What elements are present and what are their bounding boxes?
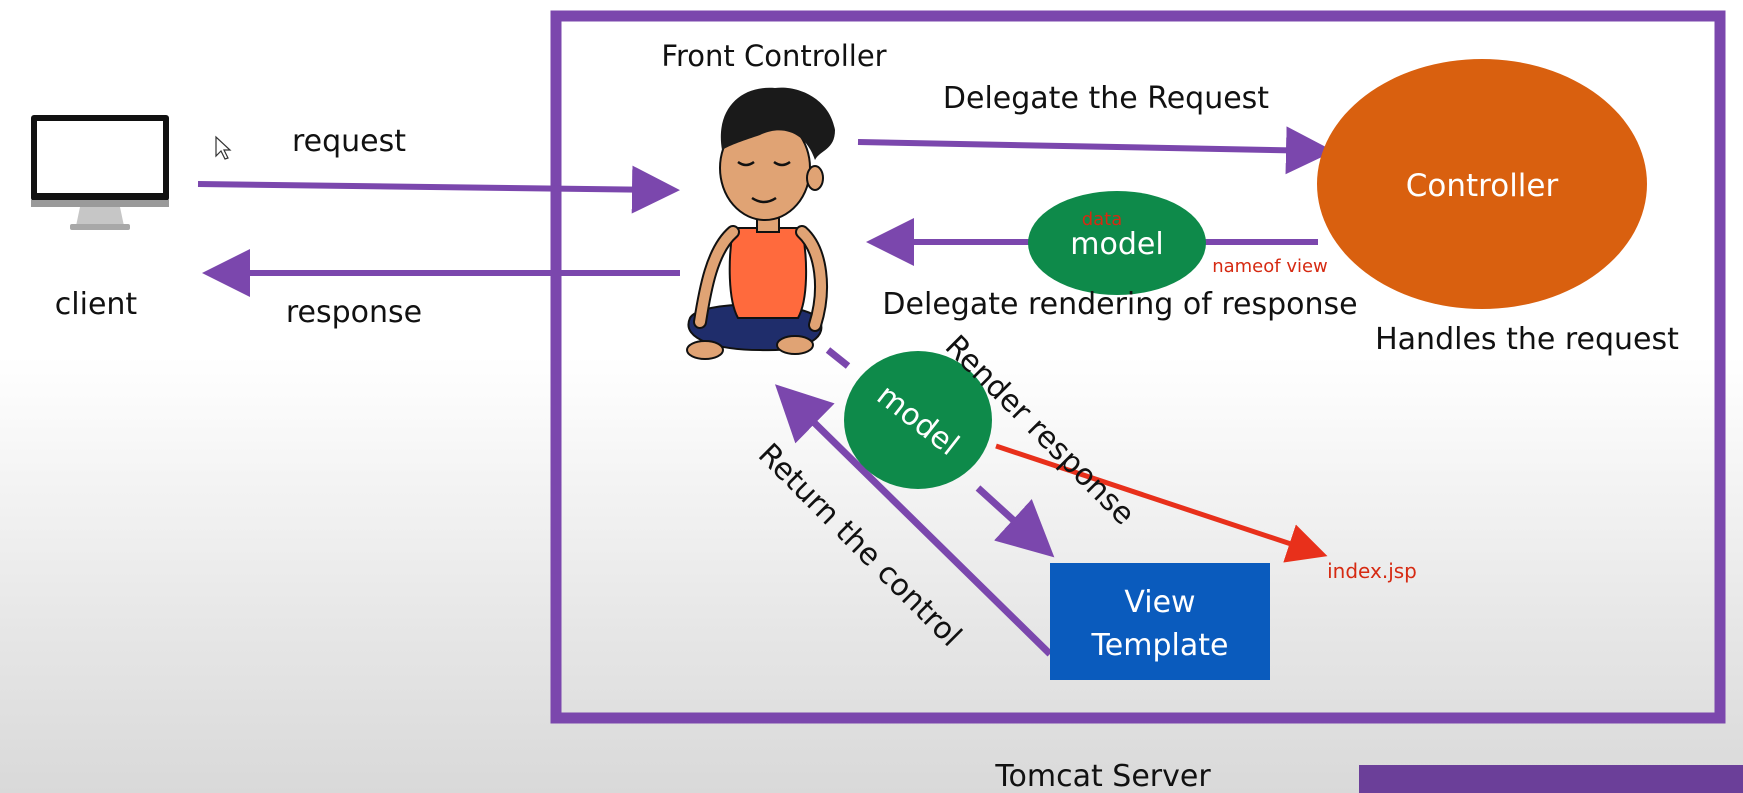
client-label: client <box>55 287 138 322</box>
mouse-cursor-icon <box>215 135 232 160</box>
data-label: data <box>1082 209 1123 230</box>
request-arrow <box>197 165 680 214</box>
render-red-arrow <box>995 443 1328 563</box>
index-jsp-label: index.jsp <box>1327 559 1417 583</box>
controller-label: Controller <box>1406 168 1559 204</box>
controller-node <box>1317 59 1647 309</box>
response-label: response <box>286 295 422 330</box>
view-template-node <box>1050 563 1270 680</box>
front-controller-label: Front Controller <box>661 39 886 73</box>
handles-request-label: Handles the request <box>1375 322 1679 357</box>
request-label: request <box>292 124 406 159</box>
model-node-top <box>1028 191 1206 295</box>
model-to-view-arrow <box>975 485 1055 558</box>
delegate-rendering-label: Delegate rendering of response <box>882 287 1357 322</box>
return-control-arrow <box>775 384 1053 657</box>
view-label-line1: View <box>1124 585 1195 620</box>
delegate-request-label: Delegate the Request <box>943 81 1269 116</box>
tomcat-server-label: Tomcat Server <box>994 759 1211 793</box>
monitor-icon <box>31 115 169 230</box>
model-label-top: model <box>1070 227 1163 262</box>
tomcat-server-frame <box>550 10 1726 724</box>
purple-bar <box>1359 765 1743 793</box>
meditating-person-icon <box>686 87 835 360</box>
model-node-bottom <box>844 351 992 489</box>
front-to-model-line <box>825 347 851 369</box>
delegate-request-arrow <box>857 126 1334 175</box>
name-of-view-label: nameof view <box>1212 256 1328 277</box>
view-label-line2: Template <box>1091 628 1229 663</box>
